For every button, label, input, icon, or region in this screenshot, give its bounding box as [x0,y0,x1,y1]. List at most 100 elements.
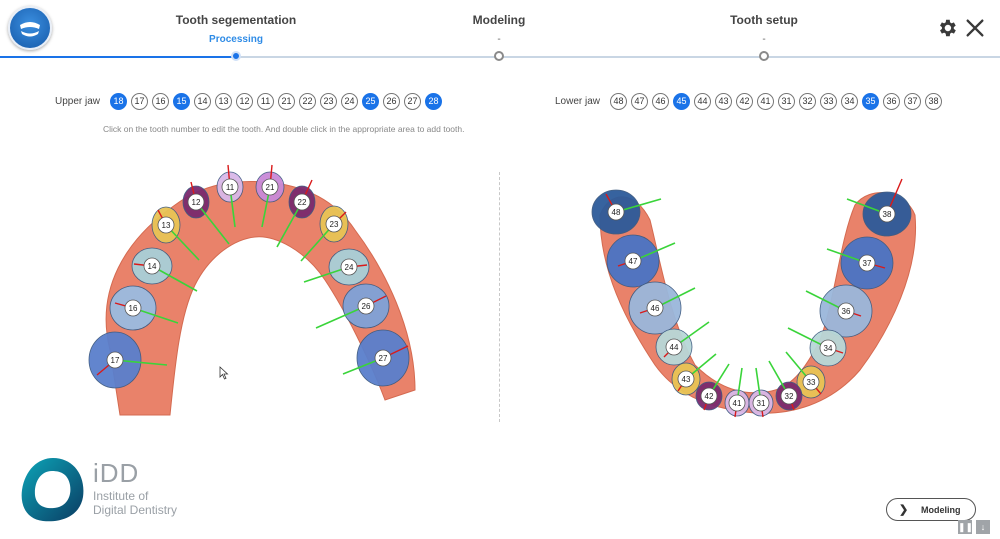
svg-text:27: 27 [379,354,388,363]
tooth-chip-33[interactable]: 33 [820,93,838,110]
tooth-model-16[interactable]: 16 [109,285,179,331]
tooth-chip-41[interactable]: 41 [757,93,775,110]
pause-icon[interactable]: ❚❚ [958,520,974,534]
tooth-chip-38[interactable]: 38 [925,93,943,110]
tooth-model-26[interactable]: 26 [315,283,390,329]
tooth-model-23[interactable]: 23 [300,205,349,262]
tooth-model-36[interactable]: 36 [805,284,873,338]
progress-done [0,56,236,58]
svg-text:12: 12 [192,198,201,207]
tooth-chip-32[interactable]: 32 [799,93,817,110]
svg-text:17: 17 [111,356,120,365]
svg-text:42: 42 [705,392,714,401]
tooth-chip-22[interactable]: 22 [299,93,317,110]
tooth-model-27[interactable]: 27 [342,329,410,387]
tooth-chip-16[interactable]: 16 [152,93,170,110]
step-modeling[interactable]: Modeling - [399,13,599,45]
tooth-model-33[interactable]: 33 [785,351,826,399]
brand-text: iDD Institute of Digital Dentistry [93,458,177,517]
tooth-model-43[interactable]: 43 [671,353,717,396]
tooth-chip-36[interactable]: 36 [883,93,901,110]
step-title: Modeling [472,13,526,27]
tooth-model-14[interactable]: 14 [131,247,198,292]
chevron-right-icon: ❯ [899,504,909,516]
brand-name: iDD [93,458,140,488]
tooth-model-12[interactable]: 12 [182,181,230,245]
step-dot-modeling[interactable] [494,51,504,61]
step-title: Tooth segementation [175,13,297,27]
svg-text:16: 16 [129,304,138,313]
lower-jaw-viewer[interactable]: 48 38 47 37 46 36 44 34 43 33 42 32 41 31 [580,150,930,440]
tooth-chip-14[interactable]: 14 [194,93,212,110]
tooth-chip-27[interactable]: 27 [404,93,422,110]
download-icon[interactable]: ↓ [976,520,990,534]
svg-text:31: 31 [757,399,766,408]
close-icon[interactable] [964,17,986,39]
svg-text:36: 36 [842,307,851,316]
tooth-model-46[interactable]: 46 [628,281,696,335]
brand-line2: Digital Dentistry [93,503,178,517]
tooth-model-21[interactable]: 21 [255,164,285,228]
tooth-chip-44[interactable]: 44 [694,93,712,110]
tooth-model-31[interactable]: 31 [748,367,774,418]
tooth-chip-13[interactable]: 13 [215,93,233,110]
step-tooth-setup[interactable]: Tooth setup - [664,13,864,45]
tooth-chip-25[interactable]: 25 [362,93,380,110]
tooth-chip-15[interactable]: 15 [173,93,191,110]
tooth-chip-42[interactable]: 42 [736,93,754,110]
idd-logo [21,458,84,522]
tooth-model-47[interactable]: 47 [606,234,676,288]
tooth-model-24[interactable]: 24 [303,248,370,286]
svg-text:33: 33 [807,378,816,387]
tooth-model-32[interactable]: 32 [768,360,803,411]
gear-icon[interactable] [936,17,958,39]
tooth-chip-23[interactable]: 23 [320,93,338,110]
svg-text:22: 22 [298,198,307,207]
tooth-model-42[interactable]: 42 [695,363,730,411]
tooth-model-11[interactable]: 11 [216,164,244,228]
svg-text:11: 11 [226,183,235,192]
tooth-model-37[interactable]: 37 [826,236,894,290]
tooth-model-13[interactable]: 13 [151,206,200,261]
tooth-chip-45[interactable]: 45 [673,93,691,110]
tooth-chip-47[interactable]: 47 [631,93,649,110]
tooth-model-38[interactable]: 38 [846,178,912,237]
tooth-chip-37[interactable]: 37 [904,93,922,110]
upper-jaw-viewer[interactable]: 11 21 12 22 13 23 14 24 16 26 17 27 [85,150,425,440]
tooth-chip-11[interactable]: 11 [257,93,275,110]
svg-text:14: 14 [148,262,157,271]
hint-text: Click on the tooth number to edit the to… [103,124,465,134]
tooth-chip-31[interactable]: 31 [778,93,796,110]
tooth-chip-17[interactable]: 17 [131,93,149,110]
tooth-chip-26[interactable]: 26 [383,93,401,110]
svg-text:47: 47 [629,257,638,266]
tooth-chip-28[interactable]: 28 [425,93,443,110]
tooth-chip-24[interactable]: 24 [341,93,359,110]
tooth-chip-18[interactable]: 18 [110,93,128,110]
tooth-chip-46[interactable]: 46 [652,93,670,110]
tooth-chip-48[interactable]: 48 [610,93,628,110]
svg-text:43: 43 [682,375,691,384]
tooth-chip-43[interactable]: 43 [715,93,733,110]
step-dot-segmentation[interactable] [231,51,241,61]
tooth-chip-21[interactable]: 21 [278,93,296,110]
step-status: - [497,34,501,45]
tooth-chip-35[interactable]: 35 [862,93,880,110]
step-dot-setup[interactable] [759,51,769,61]
mouse-cursor-icon [219,366,229,380]
step-tooth-segmentation[interactable]: Tooth segementation Processing [136,13,336,45]
svg-text:13: 13 [162,221,171,230]
modeling-button[interactable]: ❯ Modeling [886,498,976,521]
tooth-model-41[interactable]: 41 [724,367,750,418]
tooth-model-34[interactable]: 34 [787,327,847,367]
tooth-model-17[interactable]: 17 [88,331,168,389]
app-logo [8,6,52,50]
tooth-model-44[interactable]: 44 [655,321,710,366]
tooth-model-22[interactable]: 22 [276,179,316,248]
tooth-model-48[interactable]: 48 [591,189,662,235]
step-title: Tooth setup [730,13,798,27]
tooth-chip-34[interactable]: 34 [841,93,859,110]
tooth-chip-12[interactable]: 12 [236,93,254,110]
step-status: - [762,34,766,45]
